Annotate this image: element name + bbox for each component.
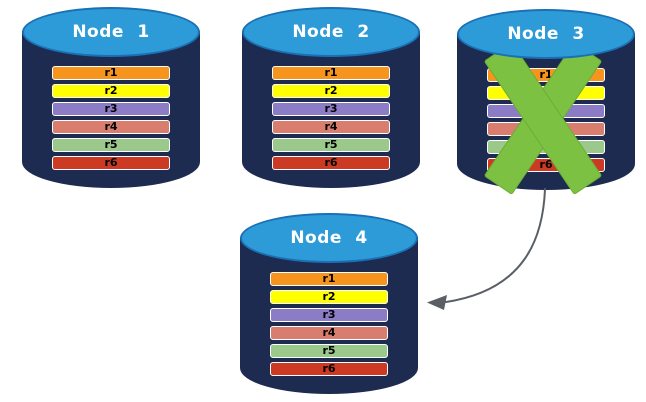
row-r4: r4 bbox=[270, 326, 388, 340]
row-r5: r5 bbox=[52, 138, 170, 152]
node-4-rows: r1 r2 r3 r4 r5 r6 bbox=[270, 272, 388, 380]
node-2-label: Node 2 bbox=[292, 22, 370, 42]
node-4-cylinder-top: Node 4 bbox=[240, 213, 418, 263]
node-4-label: Node 4 bbox=[290, 228, 368, 248]
node-3: r1 r2 r3 r4 r5 r6 Node 3 bbox=[457, 9, 635, 195]
row-r1: r1 bbox=[270, 272, 388, 286]
node-2: r1 r2 r3 r4 r5 r6 Node 2 bbox=[242, 7, 420, 188]
row-r2: r2 bbox=[272, 84, 390, 98]
row-r6: r6 bbox=[52, 156, 170, 170]
node-1: r1 r2 r3 r4 r5 r6 Node 1 bbox=[22, 7, 200, 188]
row-r1: r1 bbox=[272, 66, 390, 80]
node-1-rows: r1 r2 r3 r4 r5 r6 bbox=[52, 66, 170, 174]
node-1-label: Node 1 bbox=[72, 22, 150, 42]
row-r1: r1 bbox=[52, 66, 170, 80]
row-r3: r3 bbox=[52, 102, 170, 116]
row-r3: r3 bbox=[272, 102, 390, 116]
failure-x-icon bbox=[484, 42, 602, 195]
node-2-rows: r1 r2 r3 r4 r5 r6 bbox=[272, 66, 390, 174]
row-r2: r2 bbox=[270, 290, 388, 304]
arrowhead-icon bbox=[427, 295, 447, 310]
node-3-cylinder-top: Node 3 bbox=[457, 9, 635, 59]
row-r4: r4 bbox=[272, 120, 390, 134]
node-4: r1 r2 r3 r4 r5 r6 Node 4 bbox=[240, 213, 418, 394]
row-r2: r2 bbox=[52, 84, 170, 98]
node-2-cylinder-top: Node 2 bbox=[242, 7, 420, 57]
row-r3: r3 bbox=[270, 308, 388, 322]
row-r5: r5 bbox=[272, 138, 390, 152]
node-3-label: Node 3 bbox=[507, 24, 585, 44]
row-r6: r6 bbox=[270, 362, 388, 376]
row-r5: r5 bbox=[270, 344, 388, 358]
row-r4: r4 bbox=[52, 120, 170, 134]
row-r6: r6 bbox=[272, 156, 390, 170]
node-1-cylinder-top: Node 1 bbox=[22, 7, 200, 57]
